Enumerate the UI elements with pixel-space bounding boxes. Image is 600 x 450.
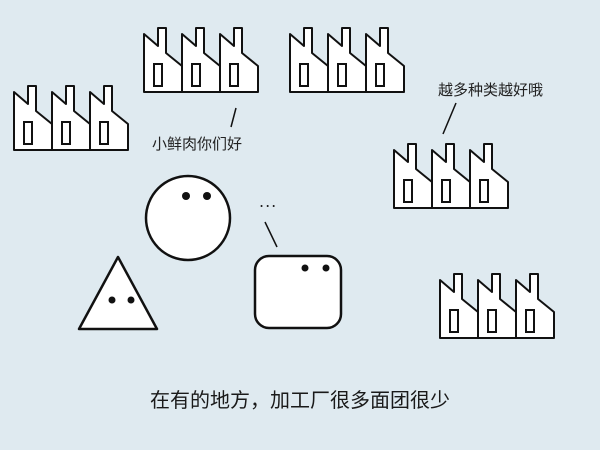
factory-group-top-center <box>143 27 259 93</box>
speech-label-xianrou: 小鲜肉你们好 <box>152 135 243 153</box>
factory-icon <box>181 27 221 93</box>
factory-icon <box>289 27 329 93</box>
factory-icon <box>219 27 259 93</box>
factory-icon <box>393 143 433 209</box>
factory-icon <box>13 85 53 151</box>
pointer-line-dots <box>264 221 278 248</box>
factory-icon <box>327 27 367 93</box>
factory-icon <box>89 85 129 151</box>
rounded-square-character-icon <box>253 254 343 330</box>
pointer-line-xianrou <box>230 107 237 128</box>
factory-icon <box>143 27 183 93</box>
speech-label-more-types: 越多种类越好哦 <box>438 81 544 99</box>
factory-icon <box>431 143 471 209</box>
speech-label-ellipsis: ... <box>259 192 278 211</box>
factory-group-left <box>13 85 129 151</box>
triangle-character-icon <box>77 255 159 331</box>
pointer-line-duo <box>442 102 457 135</box>
factory-icon <box>439 273 479 339</box>
circle-character-icon <box>144 174 232 262</box>
factory-icon <box>51 85 91 151</box>
caption: 在有的地方，加工厂很多面团很少 <box>150 388 450 412</box>
factory-icon <box>469 143 509 209</box>
factory-icon <box>515 273 555 339</box>
factory-group-top-right <box>289 27 405 93</box>
factory-icon <box>477 273 517 339</box>
factory-icon <box>365 27 405 93</box>
factory-group-bottom-right <box>439 273 555 339</box>
factory-group-right-middle <box>393 143 509 209</box>
